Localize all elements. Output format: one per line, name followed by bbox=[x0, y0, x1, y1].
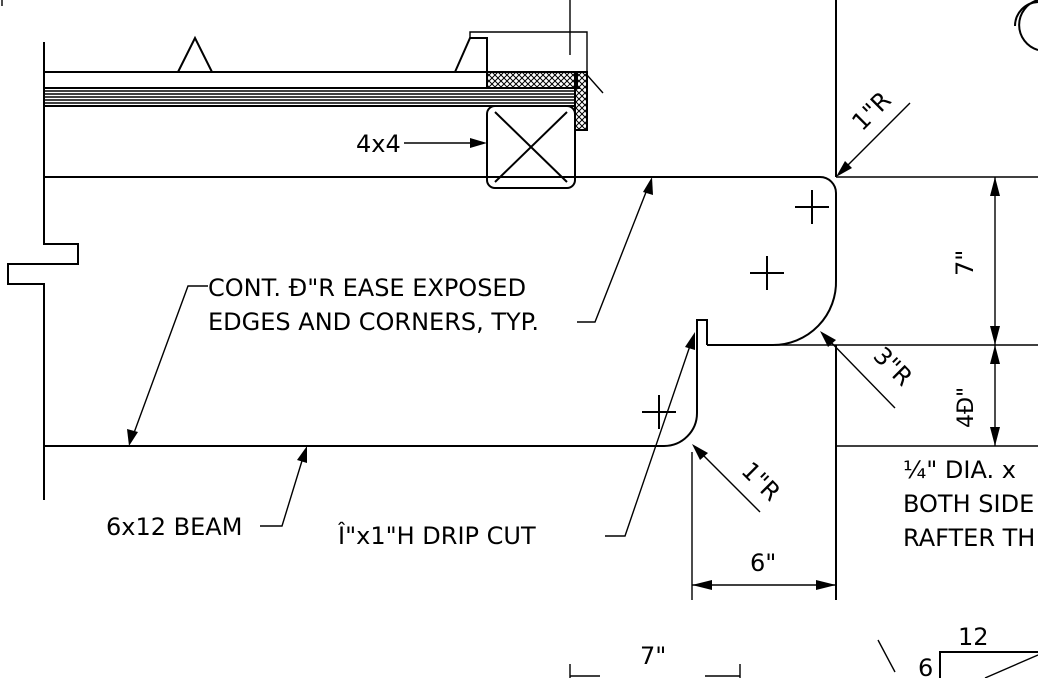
dimension-lines-right bbox=[775, 176, 1038, 447]
radius-leader-top bbox=[836, 102, 911, 177]
radius-top-label: 1"R bbox=[846, 86, 896, 136]
radius-bot-label: 1"R bbox=[736, 456, 786, 506]
post-leader bbox=[404, 138, 487, 148]
section-callout-circle bbox=[1018, 0, 1038, 51]
ease-leader-left bbox=[127, 285, 208, 446]
drip-cut-label: Î"x1"H DRIP CUT bbox=[337, 521, 536, 550]
left-wall bbox=[7, 42, 79, 500]
radius-mid-label: 3"R bbox=[868, 341, 918, 391]
note-line1: ¼" DIA. x bbox=[903, 456, 1016, 484]
beam-outline bbox=[44, 0, 838, 600]
dim-7-bottom-line bbox=[569, 664, 741, 678]
center-mark bbox=[750, 256, 784, 290]
radius-leader-mid bbox=[820, 331, 896, 409]
flashing-hatch bbox=[469, 0, 604, 131]
dim-7-right: 7" bbox=[951, 250, 979, 276]
dim-4-right: 4Ð" bbox=[954, 387, 979, 428]
center-mark bbox=[795, 190, 829, 224]
slope-indicator bbox=[877, 639, 1038, 678]
post-4x4 bbox=[486, 105, 576, 189]
dim-6-bottom-line bbox=[692, 580, 836, 590]
note-line3: RAFTER TH bbox=[903, 524, 1035, 552]
ease-note-line1: CONT. Ð"R EASE EXPOSED bbox=[208, 274, 526, 302]
slope-run: 12 bbox=[958, 623, 989, 651]
dim-7-bottom: 7" bbox=[640, 642, 666, 670]
ease-leader-right bbox=[577, 177, 653, 323]
beam-leader bbox=[260, 446, 307, 527]
triangle-marker bbox=[177, 35, 213, 73]
section-callout-arc bbox=[1013, 1, 1038, 27]
beam-label: 6x12 BEAM bbox=[106, 513, 242, 541]
dim-6-bottom: 6" bbox=[750, 549, 776, 577]
note-line2: BOTH SIDE bbox=[903, 490, 1034, 518]
drip-leader bbox=[605, 332, 695, 537]
radius-leader-bot bbox=[692, 444, 761, 513]
ease-note-line2: EDGES AND CORNERS, TYP. bbox=[208, 308, 539, 336]
triangle-marker bbox=[454, 37, 488, 73]
center-mark bbox=[642, 395, 676, 429]
post-label: 4x4 bbox=[356, 130, 401, 158]
rafter-deck bbox=[44, 71, 580, 107]
slope-rise: 6 bbox=[918, 654, 933, 678]
